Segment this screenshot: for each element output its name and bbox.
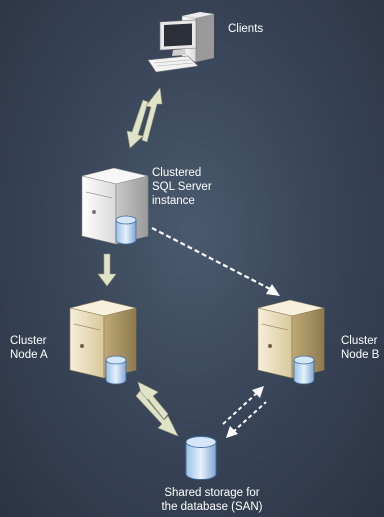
instance-nodea-arrow bbox=[97, 253, 117, 287]
node-b-label-line: Cluster bbox=[341, 335, 378, 347]
sql-instance-label-line: SQL Server bbox=[152, 181, 212, 193]
sql-instance-label-line: instance bbox=[152, 195, 195, 207]
shared-storage-database-icon bbox=[185, 436, 217, 480]
instance-nodeb-dashed-arrow bbox=[151, 227, 280, 296]
clients-label-text: Clients bbox=[228, 23, 264, 35]
node-a-label-line: Node A bbox=[10, 349, 48, 361]
node-b-database-icon bbox=[293, 355, 315, 385]
node-b-label: Cluster Node B bbox=[341, 334, 379, 362]
clients-label: Clients bbox=[228, 22, 263, 36]
node-a-label-line: Cluster bbox=[10, 335, 47, 347]
clients-computer-icon bbox=[147, 12, 214, 73]
shared-storage-label-line: the database (SAN) bbox=[161, 501, 263, 513]
sql-instance-label-line: Clustered bbox=[152, 167, 202, 179]
nodea-storage-arrows bbox=[135, 381, 179, 437]
shared-storage-label: Shared storage for the database (SAN) bbox=[152, 486, 272, 514]
shared-storage-label-line: Shared storage for bbox=[164, 487, 260, 499]
clients-instance-arrows bbox=[126, 87, 163, 149]
node-a-label: Cluster Node A bbox=[10, 334, 48, 362]
sql-instance-label: Clustered SQL Server instance bbox=[152, 166, 212, 208]
sql-instance-database-icon bbox=[115, 215, 137, 245]
sql-instance-server-icon bbox=[81, 167, 149, 245]
node-b-label-line: Node B bbox=[341, 349, 380, 361]
node-a-database-icon bbox=[105, 355, 127, 385]
nodeb-storage-dashed-arrows bbox=[222, 386, 267, 438]
node-a-server-icon bbox=[69, 299, 137, 379]
